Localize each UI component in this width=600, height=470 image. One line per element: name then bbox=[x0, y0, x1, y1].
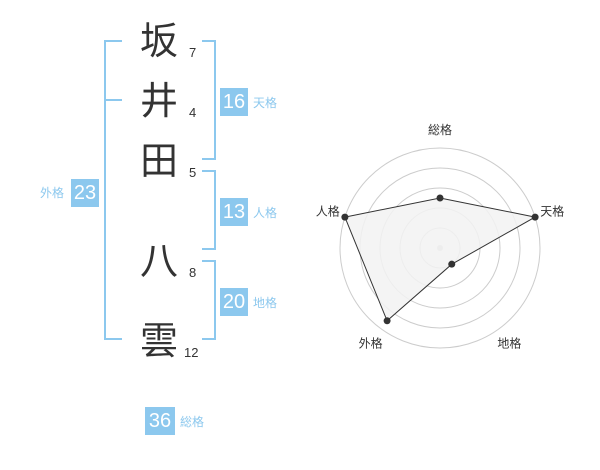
gaikaku-bracket bbox=[104, 40, 122, 340]
gaikaku-label: 外格 bbox=[40, 186, 65, 200]
jinkaku-label: 人格 bbox=[253, 206, 278, 220]
radar-point-1 bbox=[436, 194, 444, 202]
tenkaku-value: 16 bbox=[220, 88, 248, 116]
name-char-3: 田 bbox=[140, 139, 179, 183]
radar-data-area bbox=[344, 197, 537, 322]
stroke-count-1: 7 bbox=[189, 45, 197, 60]
gaikaku-value: 23 bbox=[71, 179, 99, 207]
chikaku-bracket bbox=[202, 260, 216, 340]
stroke-count-2: 4 bbox=[189, 105, 197, 120]
radar-axis-label-2: 天格 bbox=[540, 204, 564, 219]
stroke-count-3: 5 bbox=[189, 165, 197, 180]
soukaku-label: 総格 bbox=[180, 415, 205, 429]
radar-axis-label-4: 外格 bbox=[359, 335, 383, 350]
chikaku-value: 20 bbox=[220, 288, 248, 316]
name-char-2: 井 bbox=[140, 79, 179, 123]
stroke-count-5: 12 bbox=[184, 345, 199, 360]
name-char-4: 八 bbox=[140, 239, 179, 283]
radar-point-4 bbox=[383, 317, 391, 325]
radar-point-3 bbox=[448, 260, 456, 268]
soukaku-value: 36 bbox=[145, 407, 175, 435]
name-char-5: 雲 bbox=[140, 319, 179, 363]
radar-point-5 bbox=[341, 213, 349, 221]
gaikaku-bracket-tick bbox=[104, 99, 122, 101]
jinkaku-value: 13 bbox=[220, 198, 248, 226]
radar-axis-label-3: 地格 bbox=[497, 335, 521, 350]
radar-axis-label-5: 人格 bbox=[316, 204, 340, 219]
name-char-1: 坂 bbox=[140, 19, 179, 63]
stroke-count-4: 8 bbox=[189, 265, 197, 280]
jinkaku-bracket bbox=[202, 170, 216, 250]
chikaku-label: 地格 bbox=[253, 296, 278, 310]
tenkaku-bracket bbox=[202, 40, 216, 160]
tenkaku-label: 天格 bbox=[253, 96, 278, 110]
radar-axis-label-1: 総格 bbox=[428, 122, 452, 137]
radar-point-2 bbox=[531, 213, 539, 221]
